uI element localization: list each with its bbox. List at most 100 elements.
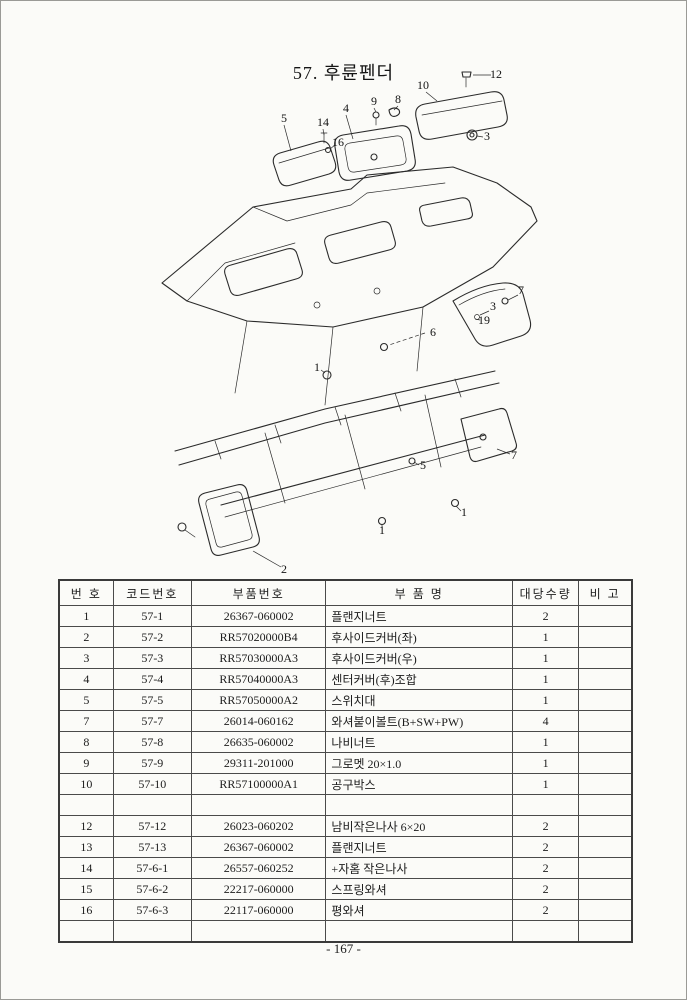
cell-code: 57-13 (112, 836, 192, 858)
cell-qty: 1 (512, 626, 580, 648)
callout-label: 1 (379, 523, 385, 537)
grommet-3 (466, 129, 478, 141)
cell-remarks (578, 899, 633, 921)
cell-no: 12 (58, 815, 114, 837)
cell-part-name: 남비작은나사 6×20 (325, 815, 514, 837)
page-number: - 167 - (326, 941, 361, 956)
leader-14 (322, 128, 325, 136)
callout-label: 14 (317, 115, 329, 129)
cell-part-number: 26023-060202 (190, 815, 327, 837)
col-header-part-name: 부 품 명 (325, 579, 514, 606)
leader-4 (345, 114, 354, 140)
callout-label: 1 (314, 360, 320, 374)
cell-part-number: 26367-060002 (190, 836, 327, 858)
cell-qty (512, 794, 580, 816)
leader-2 (252, 550, 282, 568)
platform-cutout-center (324, 221, 396, 264)
table-row: 5 57-5 RR57050000A2 스위치대 1 (58, 689, 633, 711)
parts-diagram-svg: 12 10 9 8 5 14 4 16 3 7 3 19 6 1 7 5 1 1… (161, 67, 538, 576)
cell-qty (512, 920, 580, 943)
bolt-1-right (450, 498, 460, 508)
cell-code: 57-6-2 (112, 878, 192, 900)
leader-3-mid (479, 310, 490, 316)
cell-part-number: RR57100000A1 (190, 773, 327, 795)
cell-part-number: RR57030000A3 (190, 647, 327, 669)
platform-cutout-left (224, 248, 303, 296)
cell-code: 57-6-1 (112, 857, 192, 879)
table-row: 7 57-7 26014-060162 와셔붙이볼트(B+SW+PW) 4 (58, 710, 633, 732)
cell-code: 57-1 (112, 605, 192, 627)
cell-remarks (578, 752, 633, 774)
parts-table-wrap: 번 호 코드번호 부품번호 부 품 명 대당수량 비 고 1 57-1 2636… (58, 579, 633, 943)
callout-label: 4 (343, 101, 349, 115)
platform-hole-2 (373, 287, 381, 295)
cell-qty: 1 (512, 689, 580, 711)
platform-ridge (252, 182, 446, 222)
leader-1-upper (320, 369, 326, 374)
callout-label: 5 (281, 111, 287, 125)
cell-qty: 4 (512, 710, 580, 732)
cell-part-number: 22117-060000 (190, 899, 327, 921)
cell-remarks (578, 794, 633, 816)
col-header-part-number: 부품번호 (190, 579, 327, 606)
cell-remarks (578, 626, 633, 648)
leader-1-right (455, 505, 462, 512)
cell-qty: 1 (512, 731, 580, 753)
side-cover-2 (198, 484, 260, 556)
callout-label: 8 (395, 92, 401, 106)
rail-braces (264, 394, 442, 504)
cell-remarks (578, 836, 633, 858)
cell-no: 1 (58, 605, 114, 627)
cell-part-name: 플랜지너트 (325, 836, 514, 858)
cell-code: 57-5 (112, 689, 192, 711)
callout-label: 9 (371, 94, 377, 108)
callout-label: 5 (420, 458, 426, 472)
cell-no: 4 (58, 668, 114, 690)
leader-10 (425, 91, 438, 102)
part-9 (372, 111, 380, 119)
leader-16 (329, 144, 336, 150)
cell-remarks (578, 731, 633, 753)
bolt-bottom-left-shaft (184, 529, 196, 538)
leader-19 (474, 318, 481, 321)
table-row: 2 57-2 RR57020000B4 후사이드커버(좌) 1 (58, 626, 633, 648)
rail-ticks (214, 378, 462, 460)
side-cover-2-inner (205, 491, 253, 548)
callout-label: 16 (332, 135, 344, 149)
table-row: 12 57-12 26023-060202 남비작은나사 6×20 2 (58, 815, 633, 837)
cell-part-number: RR57050000A2 (190, 689, 327, 711)
cell-remarks (578, 689, 633, 711)
cell-code: 57-3 (112, 647, 192, 669)
table-row: 16 57-6-3 22117-060000 평와셔 2 (58, 899, 633, 921)
leader-5 (283, 124, 292, 152)
table-row: 3 57-3 RR57030000A3 후사이드커버(우) 1 (58, 647, 633, 669)
callout-label: 10 (417, 78, 429, 92)
cell-part-name: 그로멧 20×1.0 (325, 752, 514, 774)
center-cover-inner (344, 135, 407, 173)
rail-bottom (220, 434, 486, 506)
cell-part-number: 29311-201000 (190, 752, 327, 774)
cell-qty: 1 (512, 752, 580, 774)
cell-part-name: 후사이드커버(좌) (325, 626, 514, 648)
center-cover-hole (370, 153, 378, 161)
cell-no: 10 (58, 773, 114, 795)
rail-top (174, 370, 496, 452)
cell-qty: 2 (512, 878, 580, 900)
cell-remarks (578, 857, 633, 879)
table-row: 15 57-6-2 22217-060000 스프링와셔 2 (58, 878, 633, 900)
cell-part-number (190, 794, 327, 816)
leader-9 (373, 107, 377, 113)
cell-qty: 2 (512, 857, 580, 879)
cell-part-number: RR57020000B4 (190, 626, 327, 648)
cell-qty: 2 (512, 899, 580, 921)
cell-remarks (578, 668, 633, 690)
cell-no: 13 (58, 836, 114, 858)
callout-label: 3 (484, 129, 490, 143)
cell-remarks (578, 815, 633, 837)
callout-label: 7 (511, 448, 517, 462)
col-header-qty: 대당수량 (512, 579, 580, 606)
col-header-no: 번 호 (58, 579, 114, 606)
cell-part-name: 플랜지너트 (325, 605, 514, 627)
bolt-5-lower (408, 457, 416, 465)
